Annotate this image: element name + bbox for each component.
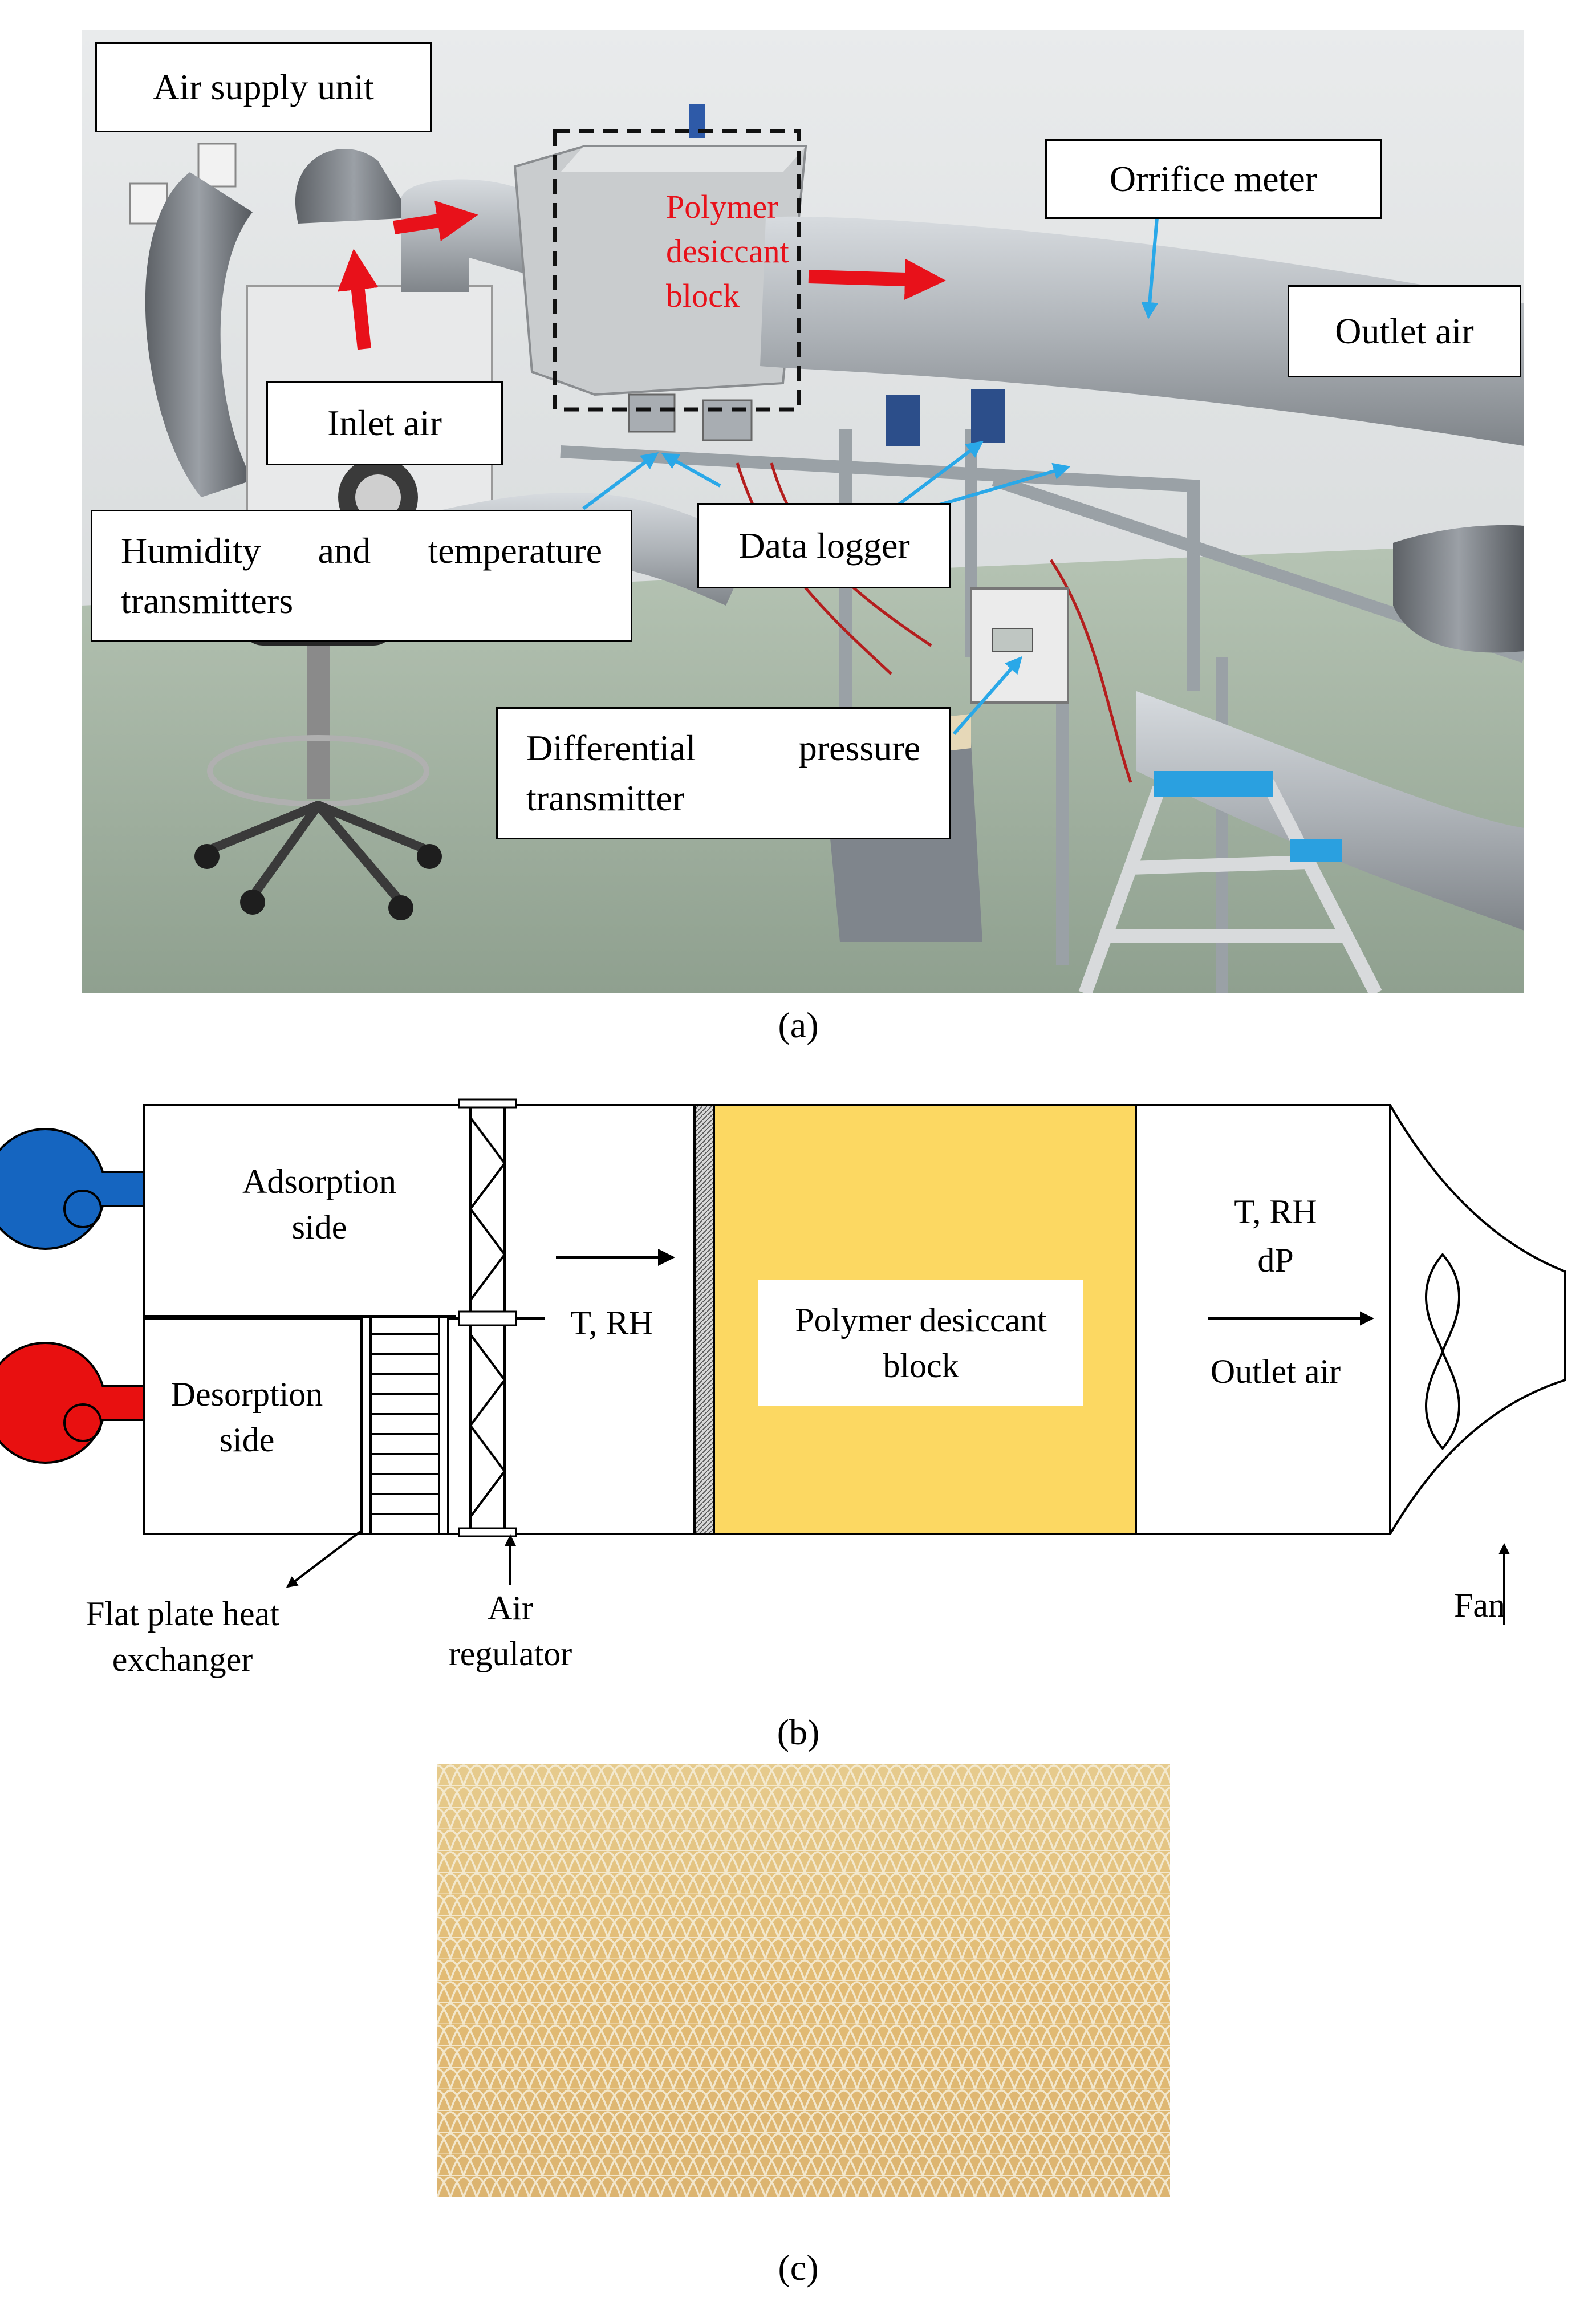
t-rh-in-label: T, RH — [570, 1304, 653, 1342]
flat-plate-label-2: exchanger — [112, 1641, 253, 1678]
air-regulator-label-2: regulator — [449, 1635, 572, 1672]
fan-label: Fan — [1454, 1586, 1505, 1624]
caption-c: (c) — [778, 2247, 819, 2288]
panel-c — [437, 1764, 1170, 2197]
block-label-1: Polymer desiccant — [795, 1301, 1047, 1339]
label-text: Air supply unit — [153, 66, 374, 107]
label-text: Orrifice meter — [1109, 158, 1318, 199]
label-text: Data logger — [738, 525, 910, 566]
panel-b: Adsorption side Desorption side T, RH Po… — [0, 1083, 1596, 1711]
label-text-line-2: transmitter — [526, 778, 685, 818]
polymer-block-label-1: Polymer — [666, 188, 778, 225]
adsorption-label-1: Adsorption — [242, 1163, 396, 1200]
label-text-line-2: transmitters — [121, 580, 294, 621]
air-regulator-label-1: Air — [488, 1589, 533, 1627]
desorption-label-2: side — [220, 1421, 275, 1459]
panel-c-honeycomb-photo — [437, 1764, 1170, 2197]
label-outlet-air: Outlet air — [1288, 285, 1521, 377]
label-text: Inlet air — [327, 402, 442, 443]
panel-b-diagram: Adsorption side Desorption side T, RH Po… — [0, 1098, 1566, 1678]
label-orrifice-meter: Orrifice meter — [1045, 139, 1382, 219]
outlet-air-label: Outlet air — [1211, 1353, 1341, 1390]
fan-icon — [1425, 1252, 1460, 1451]
panel-a: Polymer desiccant block Air supply unit … — [82, 30, 1526, 997]
label-humidity-temp-transmitters: Humidity and temperature transmitters — [91, 510, 632, 642]
desorption-blower — [0, 1342, 145, 1464]
label-text-line-1: Humidity and temperature — [121, 530, 602, 571]
flat-plate-label-1: Flat plate heat — [86, 1595, 279, 1633]
caption-b: (b) — [777, 1712, 820, 1752]
block-label-2: block — [883, 1347, 959, 1385]
desorption-label-1: Desorption — [171, 1375, 323, 1413]
label-differential-pressure-transmitter: Differential pressure transmitter — [496, 707, 951, 839]
adsorption-blower — [0, 1128, 145, 1250]
t-rh-out-label: T, RH — [1234, 1193, 1317, 1231]
label-data-logger: Data logger — [697, 503, 951, 588]
dp-label: dP — [1257, 1241, 1293, 1279]
polymer-block-label-3: block — [666, 277, 740, 314]
label-text-line-1: Differential pressure — [526, 727, 920, 768]
label-inlet-air: Inlet air — [266, 381, 503, 465]
label-air-supply-unit: Air supply unit — [95, 42, 432, 132]
adsorption-label-2: side — [292, 1208, 347, 1246]
caption-a: (a) — [778, 1005, 819, 1045]
polymer-block-label-2: desiccant — [666, 233, 789, 270]
label-text: Outlet air — [1335, 310, 1474, 351]
